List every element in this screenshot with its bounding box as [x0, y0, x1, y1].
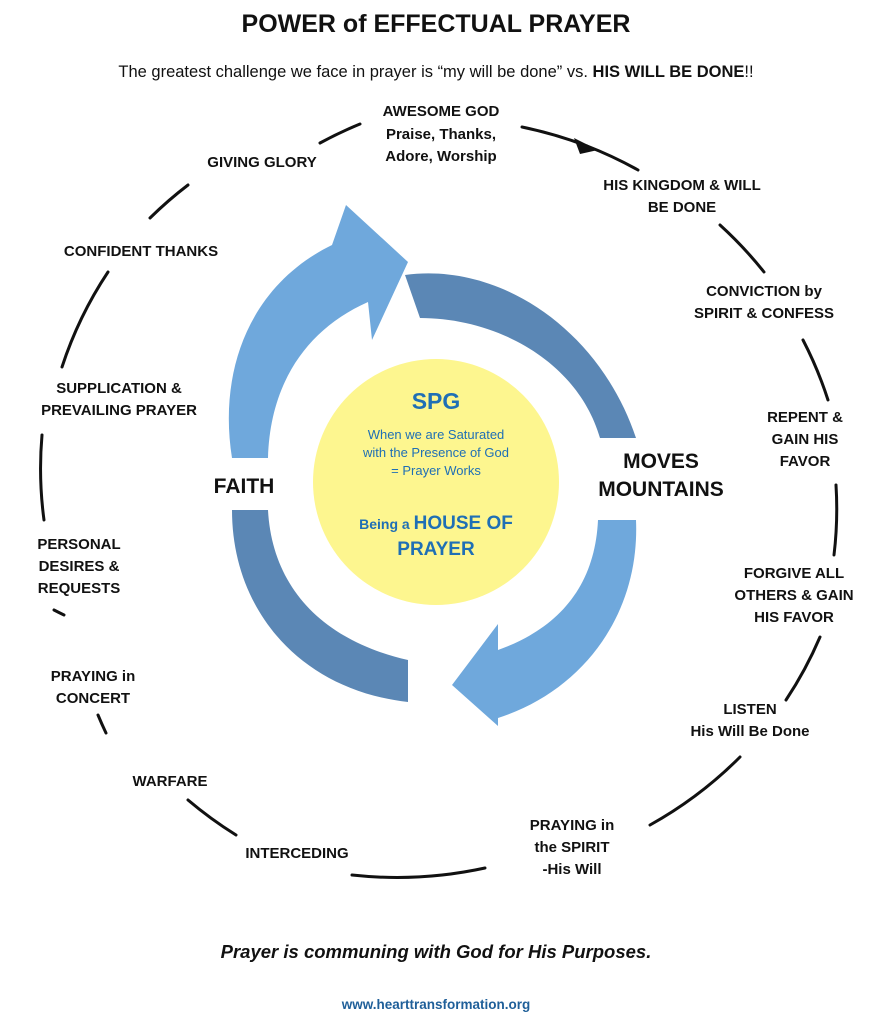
house-of-prayer: Being a HOUSE OF PRAYER	[0, 511, 872, 562]
label-interceding: INTERCEDING	[245, 843, 348, 865]
label-line: SPIRIT & CONFESS	[693, 305, 835, 322]
label-conviction: CONVICTION by SPIRIT & CONFESS	[694, 281, 834, 325]
label-line: REQUESTS	[37, 580, 121, 597]
house-line: PRAYER	[397, 539, 475, 560]
ring-segment	[784, 635, 822, 702]
label-line: PREVAILING PRAYER	[41, 402, 197, 419]
label-forgive: FORGIVE ALL OTHERS & GAIN HIS FAVOR	[734, 563, 853, 629]
label-repent: REPENT & GAIN HIS FAVOR	[767, 407, 843, 473]
label-line: -His Will	[542, 861, 602, 878]
spg-description-line: = Prayer Works	[391, 463, 481, 478]
spg-description-line: with the Presence of God	[363, 445, 509, 460]
label-line: INTERCEDING	[245, 845, 349, 862]
label-praying-in-spirit: PRAYING in the SPIRIT -His Will	[530, 815, 614, 881]
label-line: His Will Be Done	[690, 723, 810, 740]
label-line: the SPIRIT	[534, 839, 610, 856]
label-line: DESIRES &	[38, 558, 120, 575]
ring-arrowhead	[574, 138, 598, 154]
label-line: CONFIDENT THANKS	[63, 243, 219, 260]
label-line: FORGIVE ALL	[743, 565, 845, 582]
label-line: PRAYING in	[50, 668, 136, 685]
subtitle-tail: !!	[744, 63, 754, 81]
ring-segment	[718, 223, 766, 274]
label-supplication: SUPPLICATION & PREVAILING PRAYER	[41, 378, 197, 422]
label-confident-thanks: CONFIDENT THANKS	[64, 241, 218, 263]
label-warfare: WARFARE	[133, 771, 208, 793]
page-subtitle: The greatest challenge we face in prayer…	[0, 63, 872, 82]
spg-description: When we are Saturated with the Presence …	[0, 426, 872, 480]
label-praying-in-concert: PRAYING in CONCERT	[51, 666, 135, 710]
moves-line: MOVES	[623, 450, 699, 473]
ring-segment	[832, 483, 839, 557]
ring-segment	[60, 270, 110, 369]
label-line: CONCERT	[55, 690, 131, 707]
label-listen: LISTEN His Will Be Done	[690, 699, 809, 743]
label-line: Praise, Thanks,	[385, 126, 497, 143]
label-line: CONVICTION by	[706, 283, 822, 300]
ring-segment	[52, 608, 66, 617]
lower-right-arrow	[452, 520, 637, 726]
upper-right-arrow	[405, 273, 636, 438]
label-line: GIVING GLORY	[207, 154, 317, 171]
house-prefix: Being a	[359, 516, 414, 532]
label-line: AWESOME GOD	[382, 103, 500, 120]
label-line: PERSONAL	[37, 536, 121, 553]
moves-mountains-label: MOVES MOUNTAINS	[598, 448, 724, 504]
page-title: POWER of EFFECTUAL PRAYER	[241, 10, 631, 38]
subtitle-lead: The greatest challenge we face in prayer…	[118, 63, 588, 81]
house-line: HOUSE OF	[413, 513, 513, 534]
label-line: HIS KINGDOM & WILL	[603, 177, 761, 194]
ring-segment	[350, 866, 487, 879]
outer-cycle-ring	[39, 122, 839, 879]
label-line: LISTEN	[723, 701, 777, 718]
label-giving-glory: GIVING GLORY	[207, 152, 316, 174]
website-link[interactable]: www.hearttransformation.org	[341, 997, 531, 1012]
footer-statement: Prayer is communing with God for His Pur…	[220, 941, 652, 962]
ring-segment	[186, 798, 238, 837]
ring-segment	[648, 755, 742, 827]
label-personal-desires: PERSONAL DESIRES & REQUESTS	[37, 534, 120, 600]
spg-description-line: When we are Saturated	[367, 427, 505, 442]
spg-title: SPG	[411, 388, 461, 414]
ring-segment	[801, 338, 830, 402]
ring-segment	[39, 433, 46, 522]
label-line: OTHERS & GAIN	[734, 587, 854, 604]
ring-segment	[96, 713, 108, 735]
label-line: Adore, Worship	[385, 148, 497, 165]
subtitle-emphasis: HIS WILL BE DONE	[592, 63, 745, 81]
spg-center-circle	[313, 359, 559, 605]
label-his-kingdom: HIS KINGDOM & WILL BE DONE	[603, 175, 761, 219]
label-line: FAVOR	[779, 453, 831, 470]
label-awesome-god: AWESOME GOD	[383, 101, 500, 123]
upper-left-arrow	[228, 205, 408, 458]
label-line: GAIN HIS	[771, 431, 839, 448]
moves-line: MOUNTAINS	[598, 478, 724, 501]
ring-segment	[318, 122, 362, 145]
label-line: SUPPLICATION &	[56, 380, 182, 397]
lower-left-arrow	[232, 510, 408, 702]
label-line: WARFARE	[132, 773, 208, 790]
label-line: REPENT &	[767, 409, 843, 426]
label-line: BE DONE	[647, 199, 717, 216]
label-line: PRAYING in	[529, 817, 615, 834]
label-line: HIS FAVOR	[754, 609, 834, 626]
label-praise-thanks: Praise, Thanks, Adore, Worship	[385, 124, 496, 168]
ring-segment	[148, 183, 190, 220]
faith-label: FAITH	[213, 475, 275, 498]
